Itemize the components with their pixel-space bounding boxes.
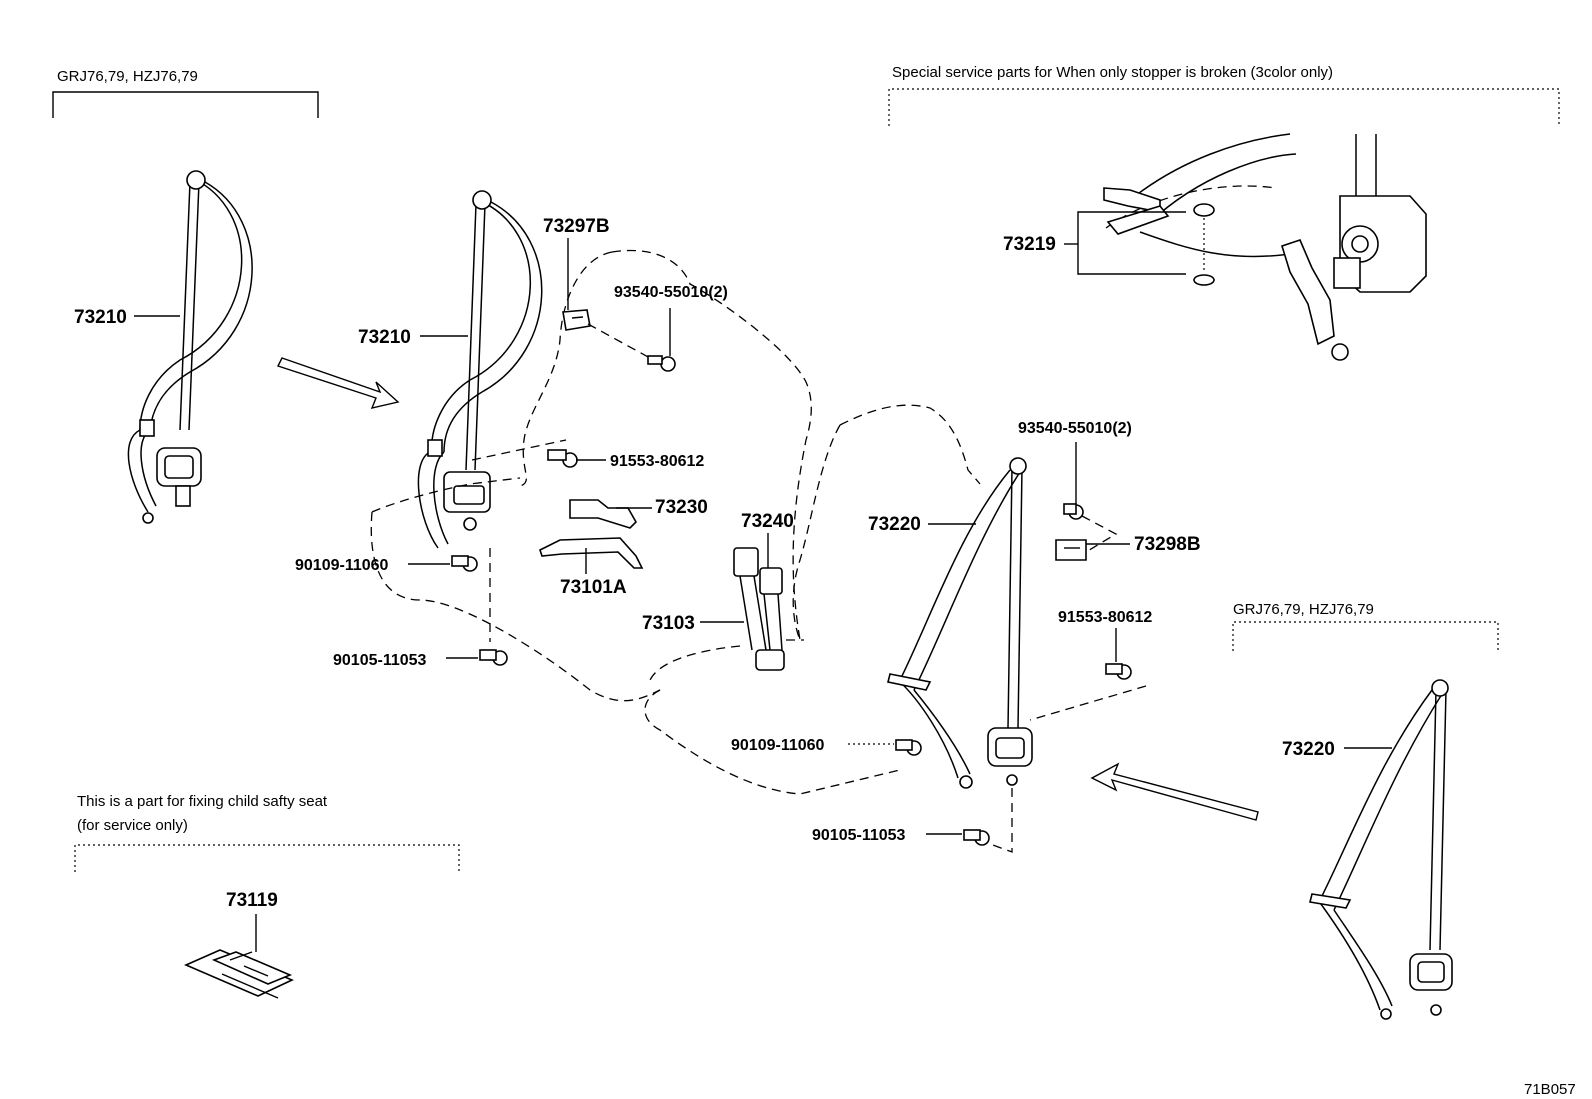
- part-number-91553-right: 91553-80612: [1058, 609, 1152, 626]
- variant-bracket-right: GRJ76,79, HZJ76,79: [1232, 601, 1499, 651]
- direction-arrow-right: [1090, 762, 1259, 821]
- part-73298B: [1055, 539, 1087, 561]
- part-number-73210-center: 73210: [358, 327, 411, 348]
- part-73297B: [562, 309, 591, 331]
- screw-93540-right: [1063, 503, 1084, 520]
- bolt-90109-right: [895, 739, 922, 756]
- special-service-note: Special service parts for When only stop…: [892, 64, 1333, 81]
- bolt-90105-right: [963, 829, 990, 846]
- part-number-93540-right: 93540-55010(2): [1018, 420, 1132, 437]
- bolt-90105-left: [479, 649, 508, 666]
- seat-belt-assembly-73220-center: [887, 457, 1033, 789]
- variant-note-right: GRJ76,79, HZJ76,79: [1233, 601, 1374, 618]
- bolt-91553-left: [547, 449, 578, 468]
- part-number-73298B: 73298B: [1134, 534, 1201, 555]
- part-number-73220-center: 73220: [868, 514, 921, 535]
- part-73119-anchor-plate: [183, 949, 294, 999]
- direction-arrow-left: [277, 357, 400, 409]
- part-number-73103: 73103: [642, 613, 695, 634]
- stopper-assembly-73219: [1103, 133, 1427, 361]
- part-number-73219: 73219: [1003, 234, 1056, 255]
- screw-93540-left: [647, 355, 676, 372]
- part-number-91553-left: 91553-80612: [610, 453, 704, 470]
- part-73103-buckle: [733, 547, 785, 671]
- part-number-73210-left: 73210: [74, 307, 127, 328]
- part-number-90105-left: 90105-11053: [333, 652, 427, 669]
- part-number-73101A: 73101A: [560, 577, 627, 598]
- seat-belt-assembly-73210-center: [417, 190, 543, 549]
- child-seat-note-line2: (for service only): [77, 817, 188, 834]
- seat-belt-assembly-73220-right: [1309, 679, 1453, 1020]
- part-number-73240: 73240: [741, 511, 794, 532]
- part-73240-buckle: [759, 567, 783, 651]
- diagram-code: 71B057: [1524, 1081, 1576, 1098]
- part-number-73297B: 73297B: [543, 216, 610, 237]
- child-seat-bracket: This is a part for fixing child safty se…: [74, 793, 460, 872]
- variant-note-top-left: GRJ76,79, HZJ76,79: [57, 68, 198, 85]
- part-73230-buckle: [569, 499, 637, 529]
- child-seat-note-line1: This is a part for fixing child safty se…: [77, 793, 328, 810]
- part-number-73220-right: 73220: [1282, 739, 1335, 760]
- seat-belt-assembly-73210-left: [127, 170, 253, 524]
- part-number-90109-left: 90109-11060: [295, 557, 389, 574]
- variant-bracket-top-left: GRJ76,79, HZJ76,79: [52, 68, 319, 118]
- part-number-90105-right: 90105-11053: [812, 827, 906, 844]
- part-number-73119: 73119: [226, 890, 278, 911]
- part-number-90109-right: 90109-11060: [731, 737, 825, 754]
- part-number-73230: 73230: [655, 497, 708, 518]
- part-number-93540-left: 93540-55010(2): [614, 284, 728, 301]
- special-service-bracket: Special service parts for When only stop…: [888, 64, 1560, 126]
- bolt-91553-right: [1105, 663, 1132, 680]
- bolt-90109-left: [451, 555, 478, 572]
- part-73101A-strap: [539, 537, 644, 569]
